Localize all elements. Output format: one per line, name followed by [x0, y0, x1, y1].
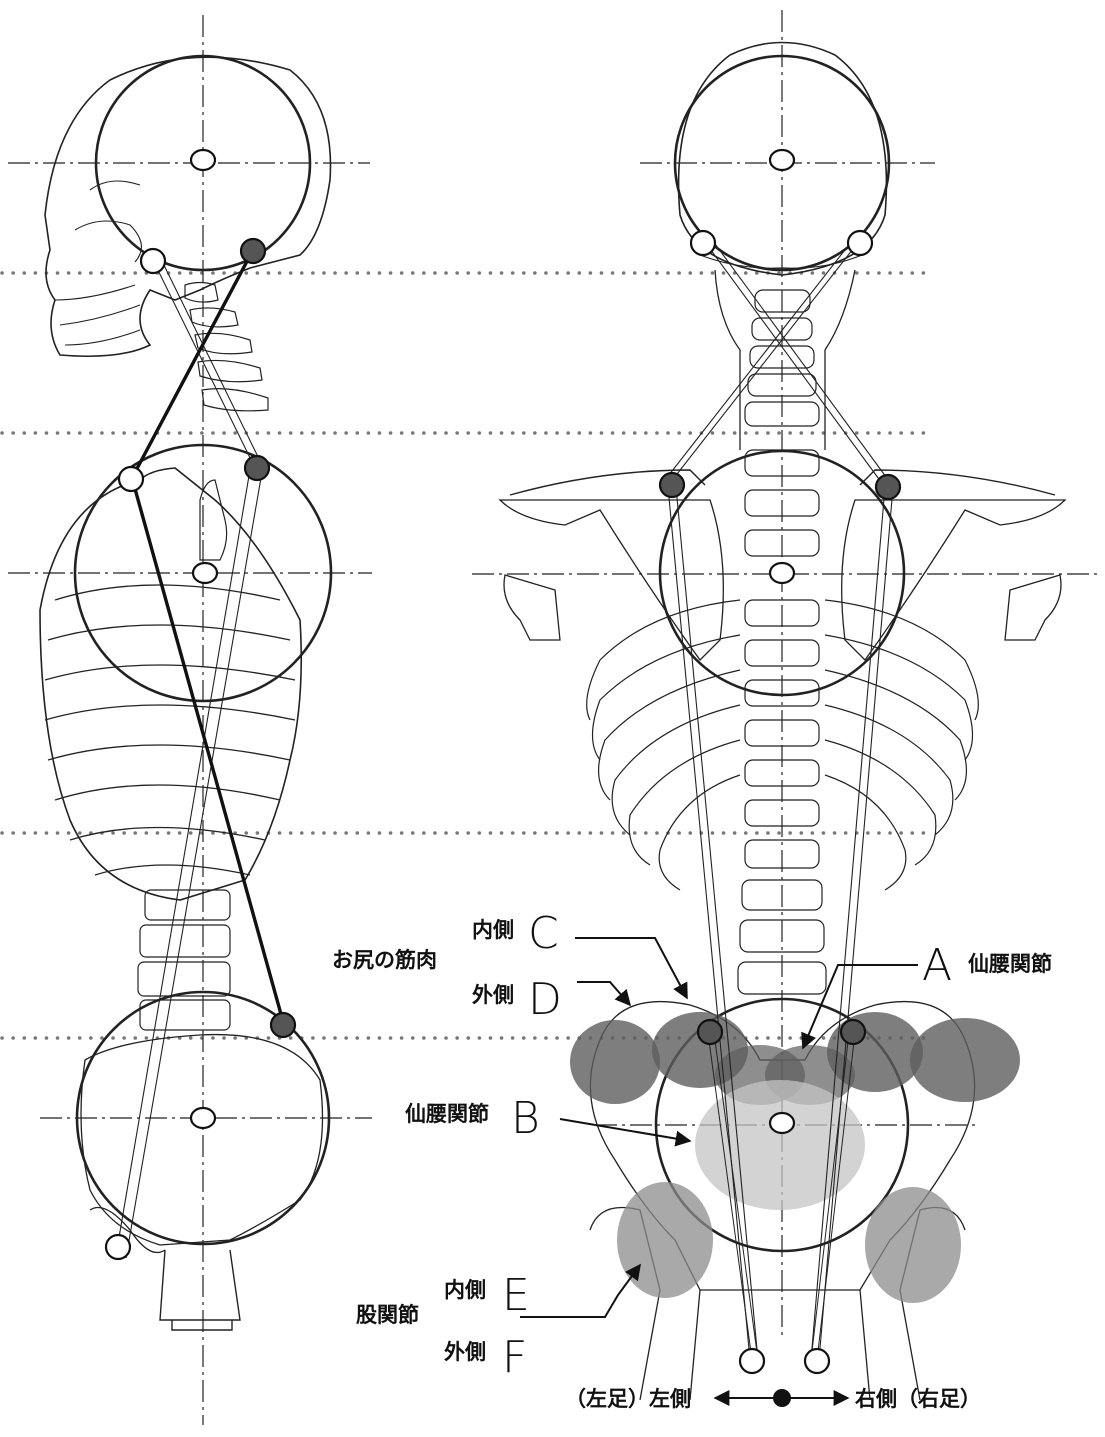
label-letter-e: E: [502, 1270, 530, 1321]
ribcage-side: [40, 468, 301, 900]
horizontal-guide-lines: [2, 273, 930, 1038]
label-inner-c: 内側: [472, 918, 514, 942]
label-letter-d: D: [528, 974, 562, 1025]
lumbar-spine: [138, 890, 230, 1030]
label-letter-a: A: [922, 940, 952, 991]
label-letter-b: B: [511, 1093, 540, 1144]
side-rods-heavy: [132, 250, 284, 1025]
label-left-side: （左足）左側: [565, 1387, 691, 1411]
label-inner-e: 内側: [444, 1278, 486, 1302]
leader-b: [560, 1119, 690, 1141]
skull-side: [45, 57, 331, 356]
direction-center-dot: [773, 1389, 791, 1407]
label-outer-f: 外側: [444, 1340, 486, 1364]
label-sacroiliac-b: 仙腰関節: [405, 1102, 489, 1126]
label-sacroiliac-a: 仙腰関節: [968, 952, 1052, 976]
muscle-shading: [570, 1012, 1020, 1303]
leader-c: [575, 938, 687, 998]
label-letter-f: F: [502, 1332, 527, 1383]
side-rods: [116, 257, 262, 1258]
label-right-side: 右側（右足）: [855, 1387, 981, 1411]
femur-side: [160, 1250, 240, 1330]
leader-ef: [520, 1265, 640, 1317]
label-hip-joint: 股関節: [356, 1303, 419, 1327]
center-markers: [191, 150, 217, 1128]
side-joints: [106, 239, 295, 1259]
label-buttocks-muscle: お尻の筋肉: [332, 948, 437, 972]
label-outer-d: 外側: [472, 983, 514, 1007]
labels: 内側 C お尻の筋肉 外側 D A 仙腰関節 仙腰関節 B 内側 E 股関節 外…: [332, 908, 1052, 1411]
label-letter-c: C: [528, 908, 559, 959]
side-view-skeleton: [40, 56, 331, 1330]
leader-d: [577, 982, 630, 1005]
